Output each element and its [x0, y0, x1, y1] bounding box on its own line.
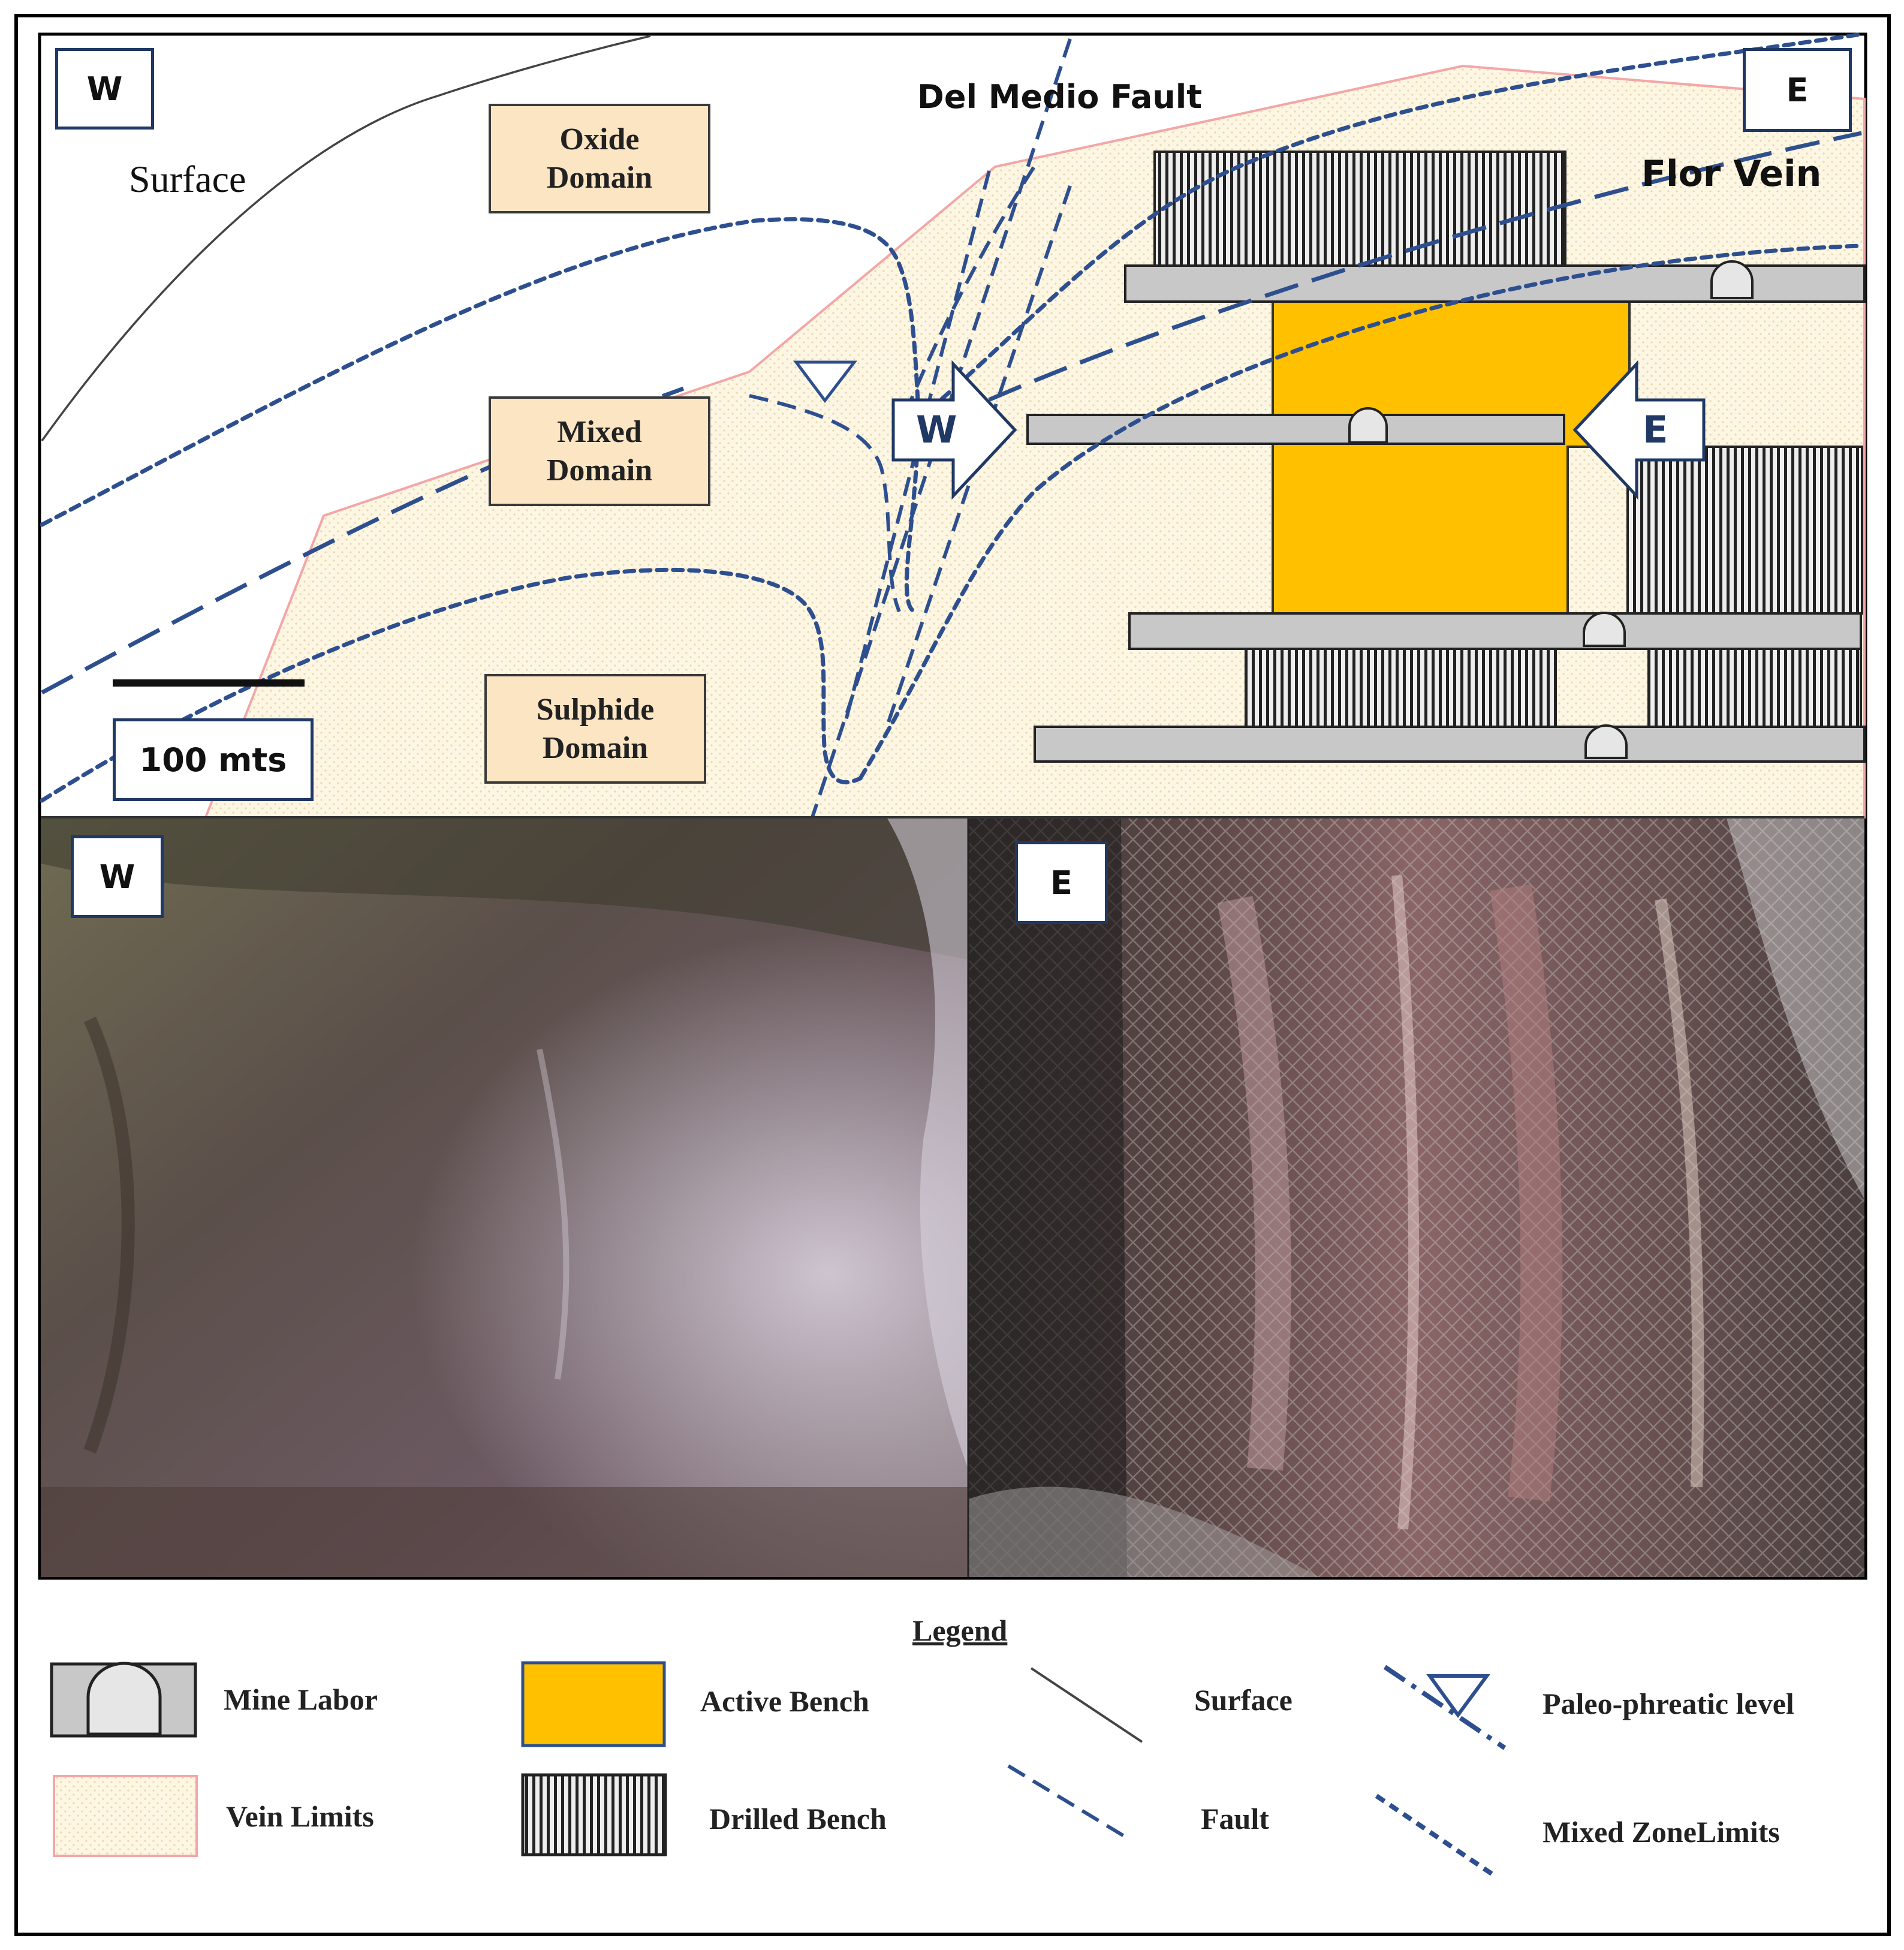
sulphide-domain-label: Sulphide Domain	[484, 674, 706, 784]
fault-name-label: Del Medio Fault	[917, 78, 1203, 116]
legend-mixed-zone-icon	[1375, 1793, 1495, 1877]
scale-label: 100 mts	[113, 718, 314, 801]
east-view-arrow-icon	[1572, 360, 1706, 500]
oxide-domain-label: Oxide Domain	[489, 104, 710, 213]
tunnel-icon	[1584, 724, 1628, 759]
legend-surface-icon	[1030, 1667, 1143, 1743]
legend-mixed-zone-label: Mixed ZoneLimits	[1543, 1815, 1780, 1849]
outer-frame	[14, 14, 1891, 1936]
legend-title: Legend	[912, 1614, 1008, 1647]
tunnel-icon	[1583, 612, 1626, 647]
legend-vein-limits-icon	[53, 1775, 198, 1857]
mine-labor-level	[1034, 726, 1866, 763]
legend-paleo-phreatic-icon	[1383, 1665, 1507, 1750]
drilled-bench	[1245, 648, 1557, 728]
drilled-bench	[1626, 446, 1863, 615]
tunnel-icon	[1710, 260, 1754, 299]
mixed-domain-label: Mixed Domain	[489, 396, 710, 506]
drilled-bench	[1153, 151, 1566, 267]
vein-name-label: Flor Vein	[1641, 153, 1822, 195]
legend-paleo-phreatic-label: Paleo-phreatic level	[1543, 1687, 1794, 1720]
legend-fault-label: Fault	[1201, 1802, 1269, 1835]
tunnel-icon	[1348, 407, 1388, 444]
legend-symbols	[50, 1661, 1507, 1877]
mine-labor-level	[1026, 414, 1565, 445]
mine-labor-level	[1128, 612, 1862, 650]
mine-labor-level	[1124, 264, 1866, 303]
legend-drilled-bench-icon	[521, 1773, 667, 1856]
paleo-phreatic-icon	[793, 360, 858, 404]
legend-drilled-bench-label: Drilled Bench	[709, 1802, 887, 1835]
east-photo-tag: E	[1015, 841, 1108, 924]
west-photo-tag: W	[71, 835, 164, 918]
legend-vein-limits-label: Vein Limits	[226, 1799, 374, 1833]
scale-bar	[113, 679, 305, 687]
drilled-bench	[1647, 648, 1862, 728]
surface-line	[41, 35, 651, 442]
surface-label: Surface	[129, 158, 246, 200]
west-arrow-label: W	[916, 408, 957, 452]
legend-mine-labor-label: Mine Labor	[224, 1683, 378, 1716]
east-arrow-label: E	[1643, 408, 1668, 452]
legend-fault-icon	[1007, 1764, 1128, 1840]
east-orientation-tag: E	[1743, 48, 1852, 132]
legend-active-bench-icon	[521, 1661, 666, 1747]
legend-active-bench-label: Active Bench	[700, 1684, 869, 1718]
west-view-arrow-icon	[891, 360, 1017, 500]
west-orientation-tag: W	[55, 48, 154, 130]
east-photo	[968, 818, 1864, 1577]
west-photo	[41, 818, 968, 1577]
legend-surface-label: Surface	[1194, 1683, 1293, 1717]
